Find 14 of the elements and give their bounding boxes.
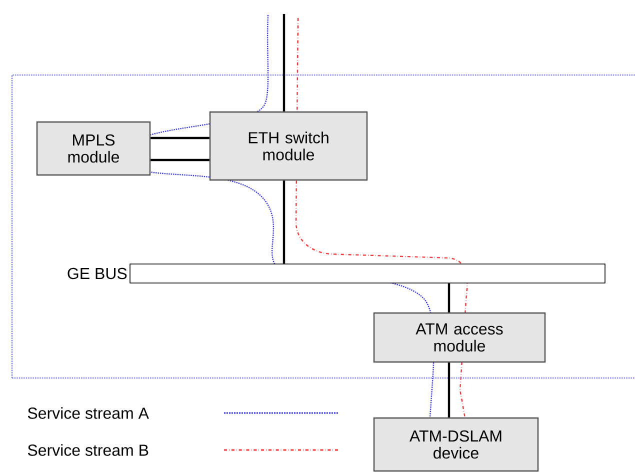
connector-line <box>282 180 286 264</box>
module-box: ATM access module <box>373 312 546 363</box>
connector-line <box>448 362 450 418</box>
connector-line <box>448 283 450 312</box>
legend-label: Service stream B <box>28 444 148 456</box>
module-box: MPLS module <box>36 121 151 176</box>
module-box: ATM-DSLAM device <box>373 417 539 472</box>
connector-line <box>150 158 210 162</box>
connector-line <box>150 136 210 140</box>
legend-label: Service stream A <box>28 407 149 419</box>
bus-label: GE BUS <box>68 268 127 280</box>
frame <box>11 74 635 379</box>
connector-line <box>282 14 286 112</box>
module-box: ETH switch module <box>209 111 368 181</box>
